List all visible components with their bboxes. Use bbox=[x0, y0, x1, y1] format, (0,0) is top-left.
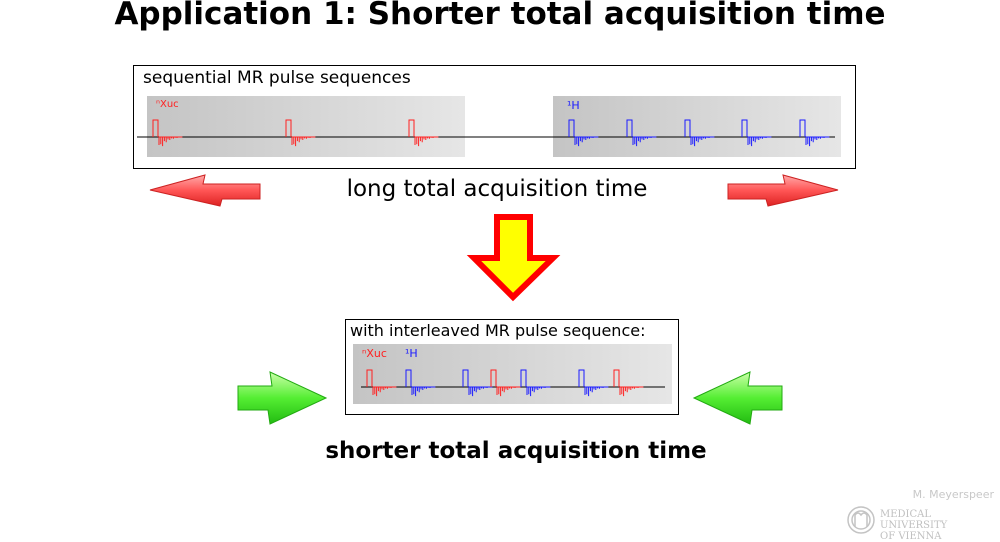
interleaved-panel bbox=[353, 344, 672, 404]
rf-pulse-fid bbox=[568, 119, 599, 147]
rf-pulse-fid bbox=[684, 119, 715, 147]
university-logo-icon bbox=[847, 506, 875, 534]
interleaved-label: with interleaved MR pulse sequence: bbox=[350, 321, 646, 340]
xnuc-label: ⁿXuc bbox=[362, 347, 387, 360]
university-logo-text: MEDICAL UNIVERSITY OF VIENNA bbox=[880, 509, 1000, 542]
short-acquisition-text: shorter total acquisition time bbox=[325, 438, 707, 464]
rf-pulse-fid bbox=[799, 119, 830, 147]
rf-pulse-fid bbox=[741, 119, 772, 147]
rf-pulse-fid bbox=[285, 119, 316, 147]
rf-pulse-fid bbox=[408, 119, 439, 147]
rf-pulse-fid bbox=[490, 369, 521, 397]
xnuc-label: ⁿXuc bbox=[156, 99, 179, 110]
h-label: ¹H bbox=[567, 99, 580, 112]
arrow-down-yellow-icon bbox=[466, 214, 561, 302]
rf-pulse-fid bbox=[626, 119, 657, 147]
logo-line1: MEDICAL UNIVERSITY bbox=[880, 509, 948, 531]
sequential-label: sequential MR pulse sequences bbox=[143, 68, 411, 88]
arrow-right-green-icon bbox=[237, 371, 328, 425]
rf-pulse-fid bbox=[366, 369, 397, 397]
rf-pulse-fid bbox=[152, 119, 183, 147]
rf-pulse-fid bbox=[405, 369, 436, 397]
xnuc-panel bbox=[147, 96, 465, 157]
rf-pulse-fid bbox=[578, 369, 609, 397]
h-label: ¹H bbox=[405, 347, 418, 360]
rf-pulse-fid bbox=[462, 369, 493, 397]
arrow-left-red-icon bbox=[149, 174, 261, 207]
author: M. Meyerspeer bbox=[912, 488, 994, 501]
slide-title: Application 1: Shorter total acquisition… bbox=[114, 0, 886, 32]
arrow-right-red-icon bbox=[727, 174, 839, 207]
rf-pulse-fid bbox=[613, 369, 644, 397]
arrow-left-green-icon bbox=[692, 371, 783, 425]
rf-pulse-fid bbox=[520, 369, 551, 397]
h-panel bbox=[553, 96, 841, 157]
long-acquisition-text: long total acquisition time bbox=[346, 176, 648, 202]
logo-line2: OF VIENNA bbox=[880, 531, 942, 542]
